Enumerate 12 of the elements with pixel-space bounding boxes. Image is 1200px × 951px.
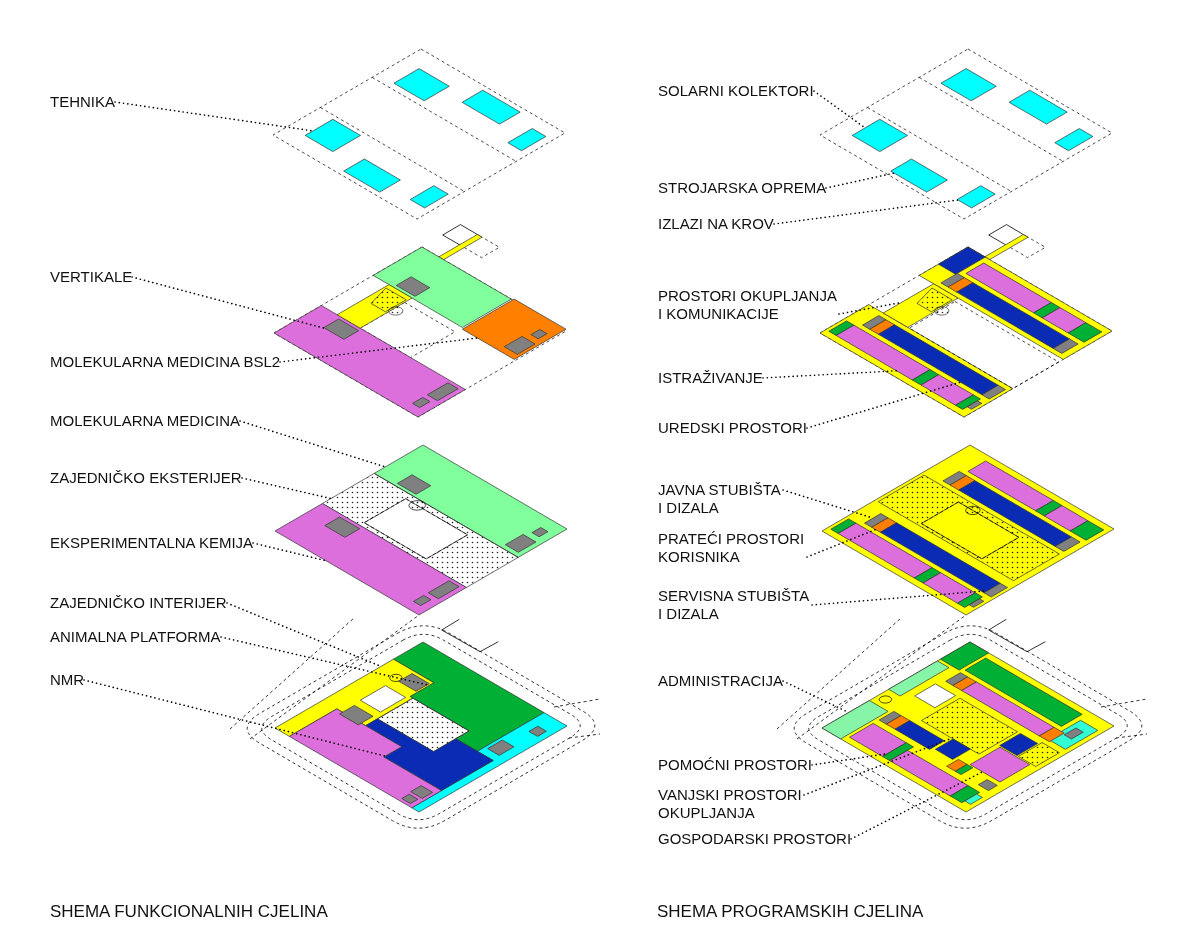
callout-label: EKSPERIMENTALNA KEMIJA: [50, 534, 254, 552]
schema-caption: SHEMA PROGRAMSKIH CJELINA: [657, 902, 924, 922]
callout-label: GOSPODARSKI PROSTORI: [658, 830, 852, 848]
callout-label: NMR: [50, 671, 85, 689]
callout-label: MOLEKULARNA MEDICINA BSL2: [50, 353, 281, 371]
callout-label: ZAJEDNIČKO INTERIJER: [50, 594, 227, 612]
schema-caption: SHEMA FUNKCIONALNIH CJELINA: [50, 902, 328, 922]
callout-label: VERTIKALE: [50, 268, 133, 286]
callout-label: MOLEKULARNA MEDICINA: [50, 412, 241, 430]
callout-label: ZAJEDNIČKO EKSTERIJER: [50, 469, 242, 487]
callout-label: TEHNIKA: [50, 93, 115, 111]
callout-label: ANIMALNA PLATFORMA: [50, 628, 221, 646]
